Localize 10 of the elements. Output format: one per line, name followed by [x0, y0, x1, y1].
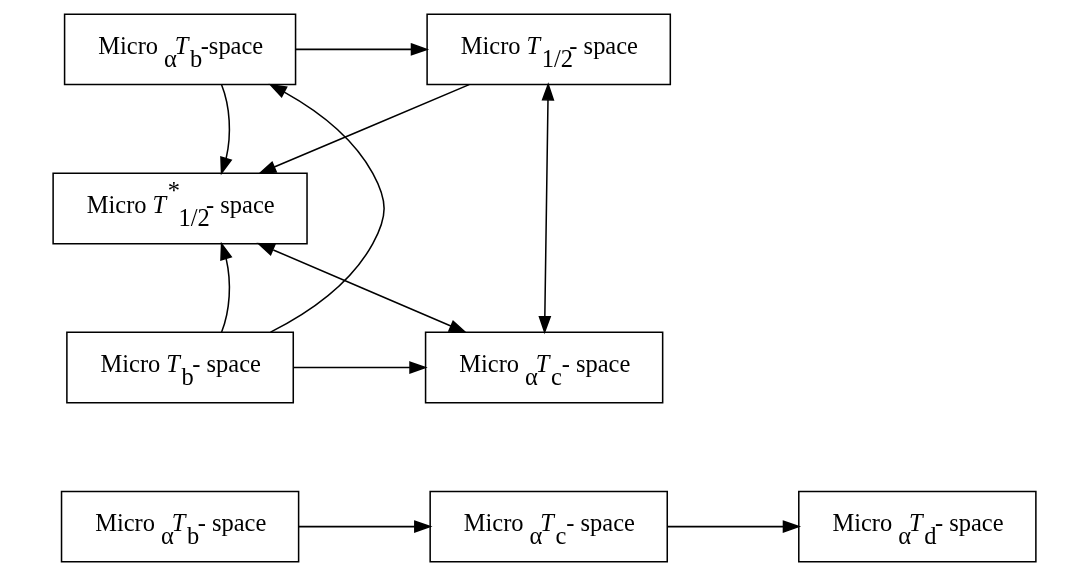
arrow — [293, 361, 428, 374]
arrow — [268, 83, 385, 333]
arrow — [298, 520, 433, 534]
arrow — [257, 83, 470, 174]
arrow — [220, 241, 233, 333]
arrow — [538, 82, 555, 335]
arrow — [220, 84, 233, 176]
arrow — [666, 520, 802, 534]
arrow — [256, 242, 468, 334]
arrow — [295, 42, 430, 56]
